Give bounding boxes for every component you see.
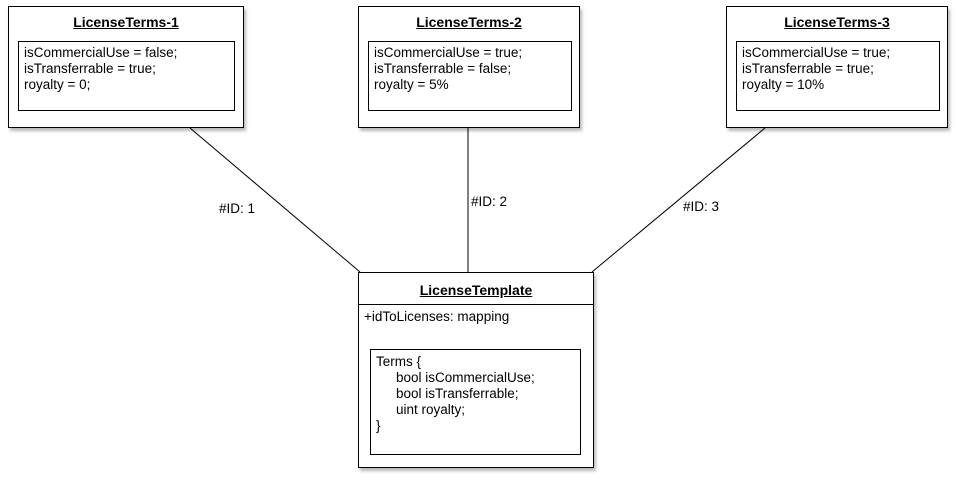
template-attribute: +idToLicenses: mapping bbox=[364, 309, 510, 324]
license-terms-1-values: isCommercialUse = false; isTransferrable… bbox=[18, 41, 235, 111]
struct-line: uint royalty; bbox=[396, 402, 466, 417]
value-line: royalty = 10% bbox=[742, 77, 825, 92]
license-terms-1-title: LicenseTerms-1 bbox=[73, 14, 179, 30]
value-line: royalty = 0; bbox=[24, 77, 91, 92]
value-line: isCommercialUse = true; bbox=[374, 45, 523, 60]
value-line: isCommercialUse = false; bbox=[24, 45, 178, 60]
connector-line-3 bbox=[591, 127, 766, 273]
value-line: royalty = 5% bbox=[374, 77, 449, 92]
struct-line: bool isCommercialUse; bbox=[396, 370, 535, 385]
license-terms-1-box: LicenseTerms-1 isCommercialUse = false; … bbox=[8, 6, 244, 128]
license-terms-3-values: isCommercialUse = true; isTransferrable … bbox=[736, 41, 940, 111]
terms-struct-box: Terms { bool isCommercialUse; bool isTra… bbox=[370, 349, 581, 455]
license-terms-2-title: LicenseTerms-2 bbox=[416, 14, 522, 30]
license-terms-3-title: LicenseTerms-3 bbox=[784, 14, 890, 30]
license-terms-2-values: isCommercialUse = true; isTransferrable … bbox=[368, 41, 572, 111]
connector-label-2: #ID: 2 bbox=[471, 194, 508, 210]
license-terms-3-box: LicenseTerms-3 isCommercialUse = true; i… bbox=[726, 6, 948, 128]
struct-line: } bbox=[376, 418, 381, 433]
connector-line-1 bbox=[189, 127, 361, 273]
struct-line: bool isTransferrable; bbox=[396, 386, 519, 401]
license-terms-2-box: LicenseTerms-2 isCommercialUse = true; i… bbox=[358, 6, 580, 128]
license-template-title: LicenseTemplate bbox=[419, 282, 533, 298]
connector-label-1: #ID: 1 bbox=[219, 201, 256, 217]
value-line: isCommercialUse = true; bbox=[742, 45, 891, 60]
template-divider bbox=[359, 304, 593, 305]
value-line: isTransferrable = true; bbox=[24, 61, 156, 76]
license-template-box: LicenseTemplate +idToLicenses: mapping T… bbox=[358, 272, 594, 468]
struct-line: Terms { bbox=[376, 354, 422, 369]
value-line: isTransferrable = false; bbox=[374, 61, 512, 76]
value-line: isTransferrable = true; bbox=[742, 61, 874, 76]
connector-label-3: #ID: 3 bbox=[683, 199, 720, 215]
